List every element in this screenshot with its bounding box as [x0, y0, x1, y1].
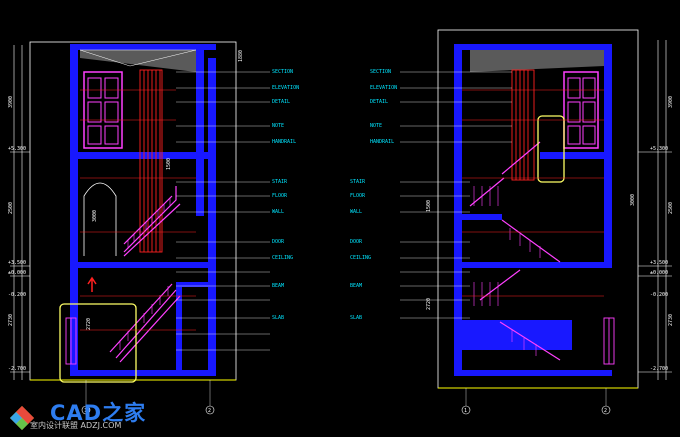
- left-callout: STAIR: [272, 179, 288, 185]
- grid-marker: 2: [208, 408, 211, 414]
- right-dim-1: 3900: [668, 96, 674, 108]
- left-callout: ELEVATION: [272, 85, 299, 91]
- right-callout: CEILING: [350, 255, 371, 261]
- left-callout: FLOOR: [272, 193, 288, 199]
- grid-marker: 1: [84, 408, 87, 414]
- right-callout: ELEVATION: [370, 85, 397, 91]
- left-callout: BEAM: [272, 283, 284, 289]
- left-elev-4: -0.200: [8, 292, 26, 298]
- left-callout: WALL: [272, 209, 284, 215]
- right-dim-2: 2500: [668, 202, 674, 214]
- grid-marker: 2: [604, 408, 607, 414]
- right-dim-5: 1500: [426, 200, 432, 212]
- right-callout: HANDRAIL: [370, 139, 394, 145]
- right-callout: DOOR: [350, 239, 363, 245]
- left-elev-5: -2.700: [8, 366, 26, 372]
- left-callout: DOOR: [272, 239, 285, 245]
- left-dim-4: 3000: [92, 210, 98, 222]
- right-callout: NOTE: [370, 123, 382, 129]
- left-elev-3: ±0.000: [8, 270, 26, 276]
- right-elev-2: +3.500: [650, 260, 668, 266]
- left-dim-5: 1500: [166, 158, 172, 170]
- left-dim-7: 1880: [238, 50, 244, 62]
- left-callouts: SECTION ELEVATION DETAIL NOTE HANDRAIL S…: [272, 69, 299, 321]
- right-door: [563, 71, 599, 149]
- right-callout: FLOOR: [350, 193, 366, 199]
- left-callout: HANDRAIL: [272, 139, 296, 145]
- right-elev-4: -0.200: [650, 292, 668, 298]
- right-callout: SECTION: [370, 69, 391, 75]
- left-dim-2: 2500: [8, 202, 14, 214]
- left-detail-highlight: [59, 303, 137, 383]
- left-callout: SLAB: [272, 315, 284, 321]
- left-elev-2: +3.500: [8, 260, 26, 266]
- right-callout: WALL: [350, 209, 362, 215]
- right-callout: BEAM: [350, 283, 362, 289]
- left-callout: SECTION: [272, 69, 293, 75]
- cad-logo-icon: [10, 406, 34, 430]
- right-elev-1: +5.300: [650, 146, 668, 152]
- left-door: [83, 71, 123, 149]
- right-section: [400, 29, 672, 415]
- left-callout: CEILING: [272, 255, 293, 261]
- right-callout: STAIR: [350, 179, 366, 185]
- right-dim-3: 2730: [668, 314, 674, 326]
- right-detail-highlight: [537, 115, 565, 183]
- right-callout: DETAIL: [370, 99, 388, 105]
- watermark-subtext: 室内设计联盟 ADZJ.COM: [30, 421, 122, 430]
- left-dim-1: 3900: [8, 96, 14, 108]
- left-callout: DETAIL: [272, 99, 290, 105]
- right-dim-6: 2720: [426, 298, 432, 310]
- left-section: [10, 41, 270, 415]
- left-dim-6: 2720: [86, 318, 92, 330]
- grid-marker: 1: [464, 408, 467, 414]
- left-frame: [29, 41, 237, 381]
- watermark-logo-text: CAD之家: [50, 401, 147, 425]
- right-callout: SLAB: [350, 315, 362, 321]
- left-callout: NOTE: [272, 123, 284, 129]
- right-dim-4: 3000: [630, 194, 636, 206]
- right-callouts: SECTION ELEVATION DETAIL NOTE HANDRAIL S…: [350, 69, 397, 321]
- left-dim-3: 2730: [8, 314, 14, 326]
- left-elev-1: +5.300: [8, 146, 26, 152]
- right-elev-5: -2.700: [650, 366, 668, 372]
- right-elev-3: ±0.000: [650, 270, 668, 276]
